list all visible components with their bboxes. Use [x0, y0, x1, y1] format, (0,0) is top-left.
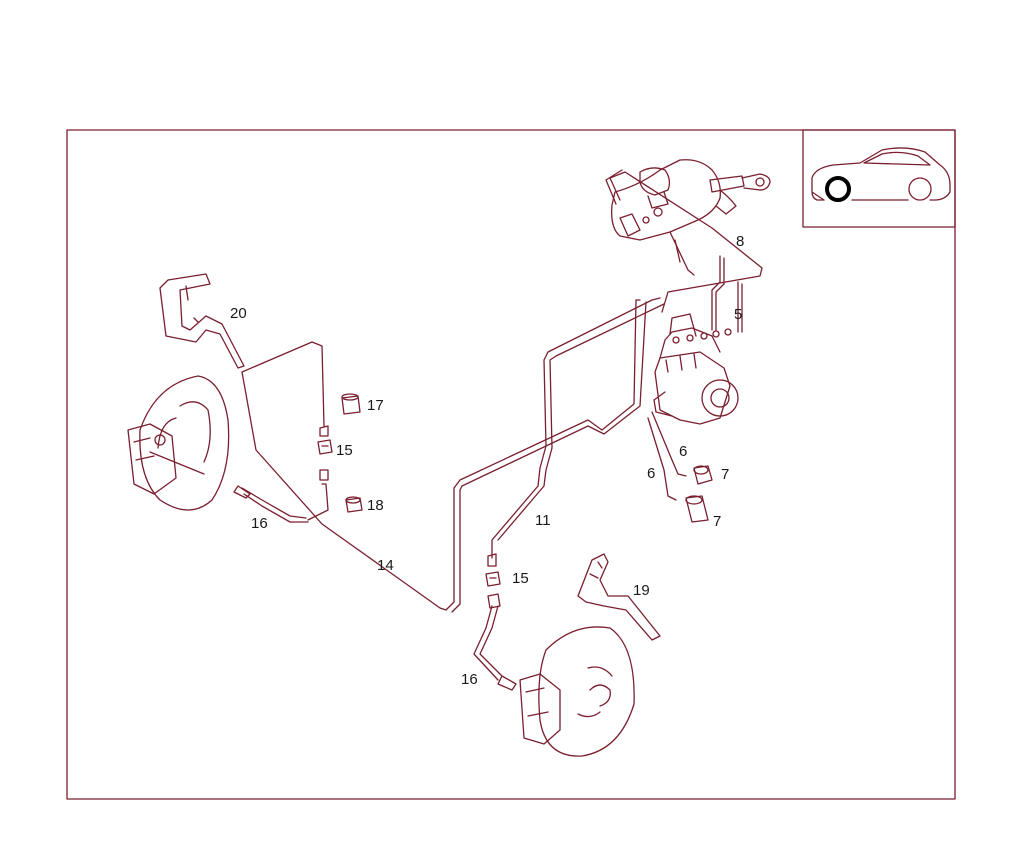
- right-hose-16: [473, 553, 517, 691]
- callout-11: 11: [535, 512, 551, 529]
- car-front-axle-location-icon: [811, 147, 951, 202]
- callout-6-upper: 6: [679, 443, 687, 460]
- callout-15-lower: 15: [512, 570, 529, 587]
- vehicle-location-inset: [802, 129, 956, 228]
- front-left-hose-16: [149, 451, 329, 523]
- callout-19: 19: [633, 582, 650, 599]
- front-left-brake-assembly: [127, 375, 230, 511]
- callout-16-left: 16: [251, 515, 268, 532]
- callout-20: 20: [230, 305, 247, 322]
- callout-5: 5: [734, 306, 742, 323]
- callout-17: 17: [367, 397, 384, 414]
- callout-14: 14: [377, 557, 394, 574]
- callout-16-right: 16: [461, 671, 478, 688]
- callout-labels: 20 17 15 18 16 14 11 15 19 16 8 5 6 6 7 …: [230, 233, 744, 688]
- right-bracket-19: [577, 553, 661, 641]
- diagram-frame: [66, 129, 956, 800]
- right-brake-assembly: [519, 626, 635, 757]
- callout-6-lower: 6: [647, 465, 655, 482]
- front-left-bracket-20: [159, 273, 245, 369]
- callout-7-upper: 7: [721, 466, 729, 483]
- brake-line-11: [491, 297, 665, 559]
- master-cylinder-lines: [605, 169, 763, 333]
- upper-clip-and-plugs: [317, 393, 363, 513]
- abs-hydraulic-unit: [653, 313, 739, 425]
- brake-line-14: [241, 299, 647, 613]
- callout-7-lower: 7: [713, 513, 721, 530]
- callout-18: 18: [367, 497, 384, 514]
- sealing-caps-7: [685, 465, 713, 523]
- callout-15-upper: 15: [336, 442, 353, 459]
- brake-lines-6: [647, 411, 687, 501]
- master-cylinder-assembly: [611, 159, 771, 241]
- callout-8: 8: [736, 233, 744, 250]
